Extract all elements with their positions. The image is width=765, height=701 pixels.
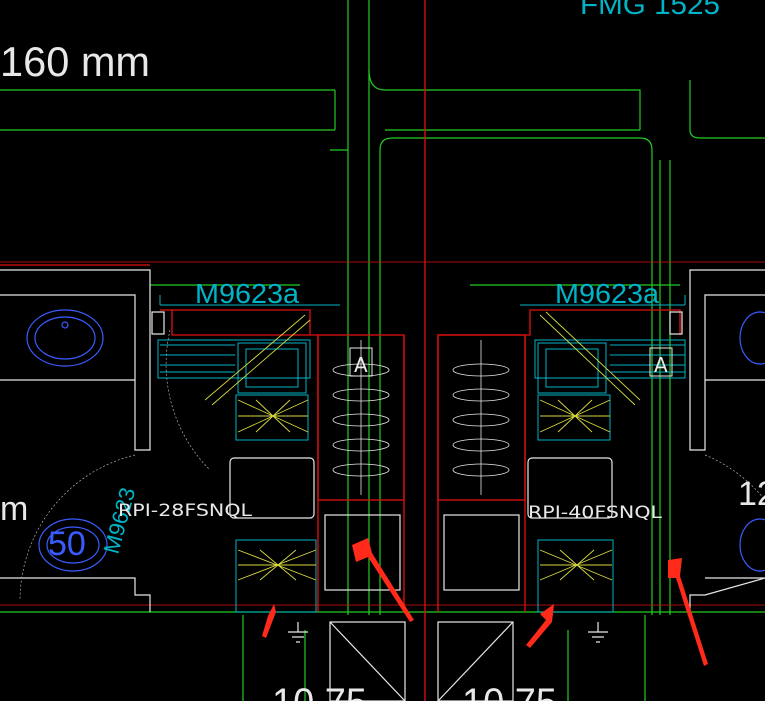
tag-lines xyxy=(157,295,686,613)
valve-marks xyxy=(349,347,673,377)
dimension-text: 160 mm xyxy=(0,38,150,85)
arrow-icon-4[interactable] xyxy=(668,558,708,666)
door-tag-left: M9623a xyxy=(195,278,299,309)
door-swings xyxy=(19,329,765,601)
valve-mark-right-text: A xyxy=(654,353,668,377)
diffuser-columns xyxy=(332,340,510,495)
left-edge-digit: m xyxy=(0,490,28,528)
unit-label-right: RPI-40FSNQL xyxy=(528,503,663,523)
right-edge-digit: 12 xyxy=(738,475,765,513)
bottom-number-left: 10.75 xyxy=(272,681,367,701)
valve-mark-right xyxy=(649,347,673,377)
drain-symbols xyxy=(288,622,608,643)
left-edge-digit2: 50 xyxy=(48,525,86,563)
valve-mark-left-text: A xyxy=(354,353,368,377)
valve-mark-left xyxy=(349,347,373,377)
arrow-icon-3[interactable] xyxy=(526,604,554,648)
sink-icon-right xyxy=(739,311,765,365)
fixtures xyxy=(26,309,765,572)
unit-label-left: RPI-28FSNQL xyxy=(118,501,253,521)
bottom-number-right: 10.75 xyxy=(462,681,557,701)
door-tag-right: M9623a xyxy=(555,278,659,309)
structure-lines xyxy=(0,269,765,701)
sink-icon xyxy=(26,309,104,367)
arrow-icon-2[interactable] xyxy=(262,604,276,638)
hatch-blocks xyxy=(160,311,685,581)
arrow-icon-1[interactable] xyxy=(352,538,414,622)
annotation-arrows[interactable] xyxy=(262,538,708,666)
top-tag: FMG 1525 xyxy=(580,0,720,20)
